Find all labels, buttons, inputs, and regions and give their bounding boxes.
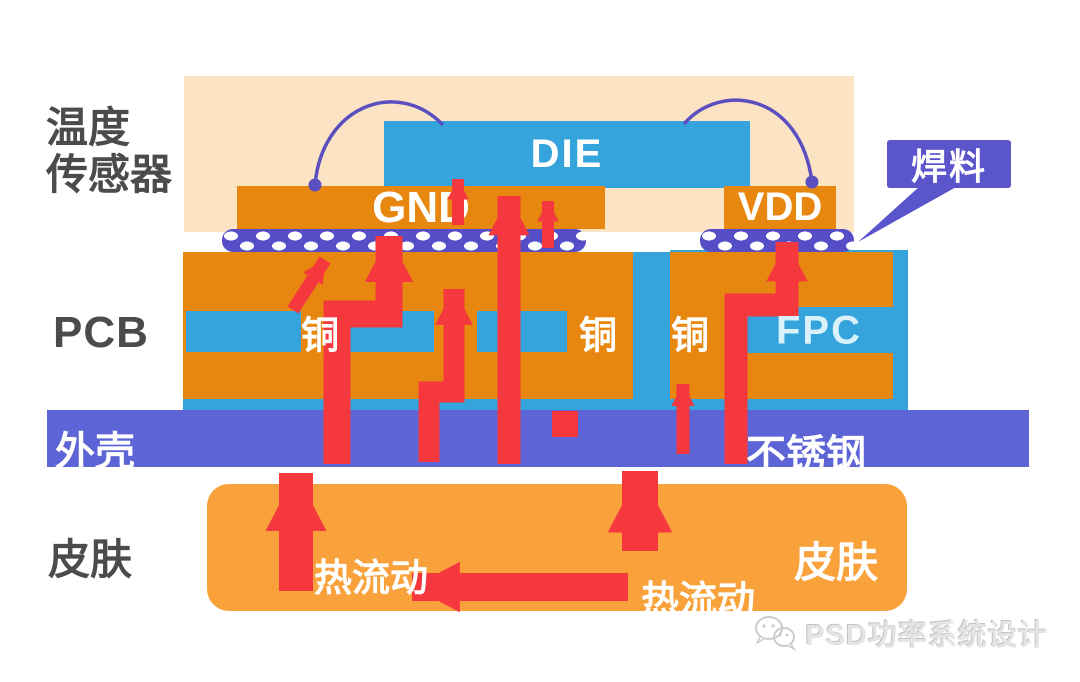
vdd-pad: VDD (724, 185, 836, 229)
pcb-side-label: PCB (53, 308, 149, 357)
solder-callout-label: 焊料 (910, 146, 987, 187)
shell-label: 外壳 (55, 430, 135, 474)
solder-bumps-left (222, 229, 586, 252)
solder-bumps-right (700, 229, 854, 252)
heat-flow-label-1: 热流动 (314, 558, 429, 600)
die-label: DIE (530, 132, 604, 176)
copper-label-3: 铜 (670, 315, 710, 358)
pcb-inner-layer-segment-2 (339, 311, 434, 352)
shell-stainless-bar (47, 410, 1029, 467)
skin-side-label: 皮肤 (48, 536, 133, 583)
pcb-inner-layer-segment-3 (477, 311, 567, 352)
stainless-steel-label: 不锈钢 (746, 433, 866, 477)
fpc-label: FPC (776, 308, 862, 353)
copper-label-2: 铜 (578, 315, 618, 358)
heat-flow-label-2: 热流动 (641, 580, 756, 622)
copper-label-1: 铜 (300, 315, 340, 358)
sensor-side-label-line2: 传感器 (46, 151, 173, 199)
solder-callout-pointer (858, 186, 958, 242)
watermark-text: PSD功率系统设计 (805, 620, 1048, 652)
sensor-side-label-line1: 温度 (46, 104, 131, 151)
pcb-inner-layer-segment-1 (186, 311, 301, 352)
sensor-side-label: 温度 传感器 (46, 104, 172, 198)
wechat-icon (755, 616, 797, 652)
die-block: DIE (384, 121, 750, 188)
skin-inner-label: 皮肤 (794, 539, 879, 586)
pcb-fpc-separation-gap (633, 252, 670, 412)
solder-callout-box: 焊料 (887, 140, 1011, 188)
vdd-label: VDD (737, 185, 823, 229)
watermark: PSD功率系统设计 (753, 612, 1048, 654)
gnd-pad: GND (237, 183, 605, 232)
gnd-label: GND (372, 182, 470, 232)
